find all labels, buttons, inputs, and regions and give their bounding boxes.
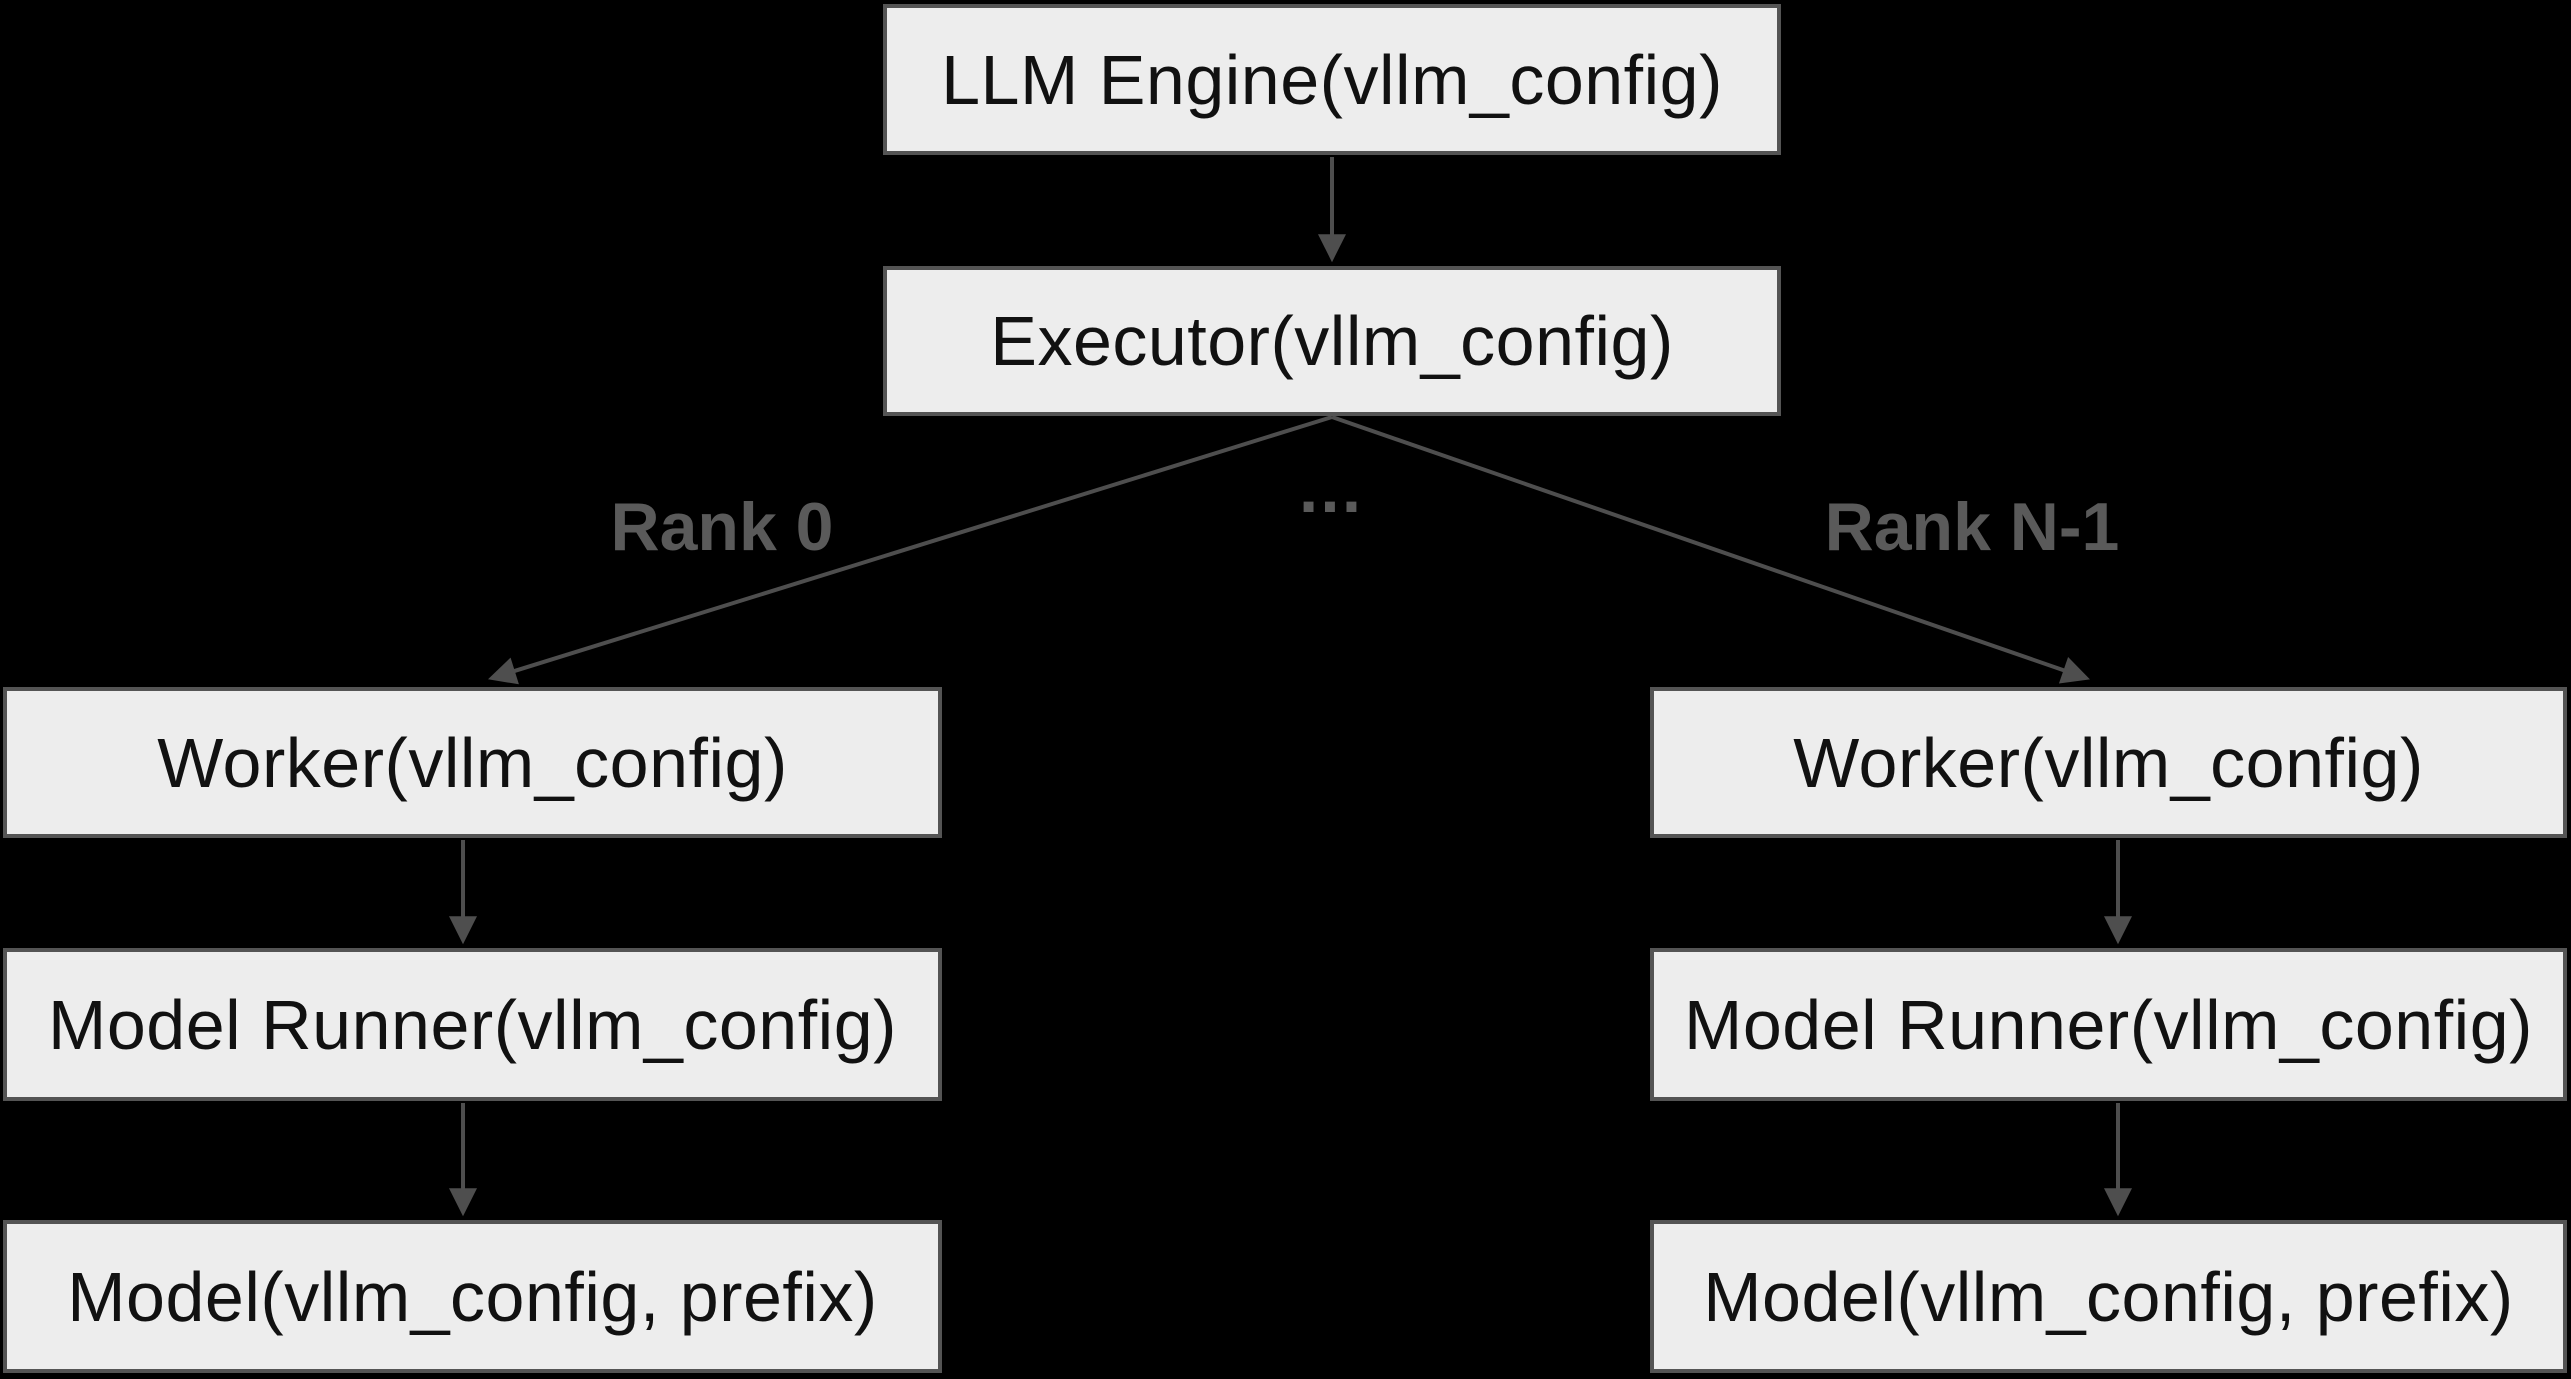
node-model-runner-right: Model Runner(vllm_config) bbox=[1650, 948, 2567, 1101]
node-worker-right: Worker(vllm_config) bbox=[1650, 687, 2567, 838]
edge-label-ellipsis: ... bbox=[1298, 449, 1364, 527]
node-model-runner-left: Model Runner(vllm_config) bbox=[3, 948, 942, 1101]
edge-label-rank-n-1: Rank N-1 bbox=[1824, 489, 2120, 565]
node-worker-left: Worker(vllm_config) bbox=[3, 687, 942, 838]
node-model-right: Model(vllm_config, prefix) bbox=[1650, 1220, 2567, 1373]
node-model-left: Model(vllm_config, prefix) bbox=[3, 1220, 942, 1373]
node-executor: Executor(vllm_config) bbox=[883, 266, 1781, 416]
edge-label-rank-0: Rank 0 bbox=[610, 489, 834, 565]
node-llm-engine: LLM Engine(vllm_config) bbox=[883, 4, 1781, 155]
